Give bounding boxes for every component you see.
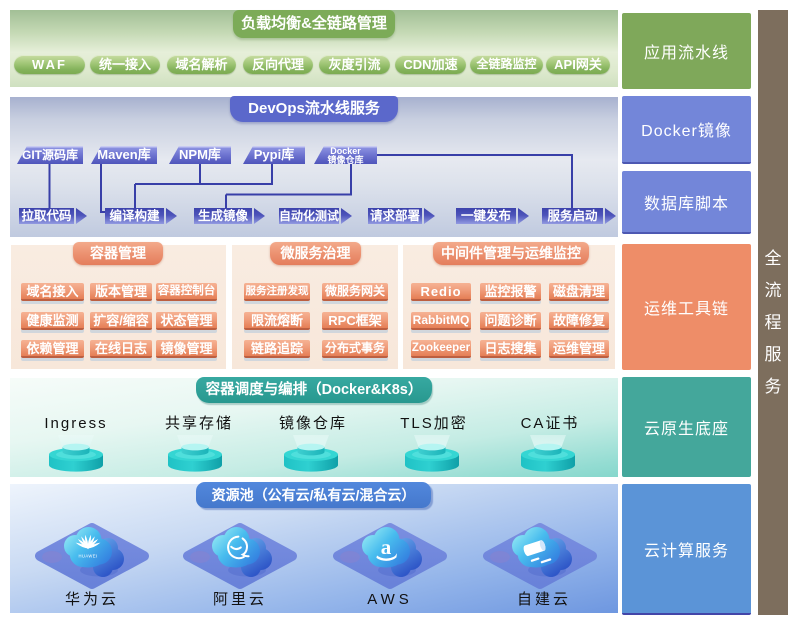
svg-text:a: a <box>381 535 392 559</box>
svg-text:HUAWEI: HUAWEI <box>79 554 98 559</box>
